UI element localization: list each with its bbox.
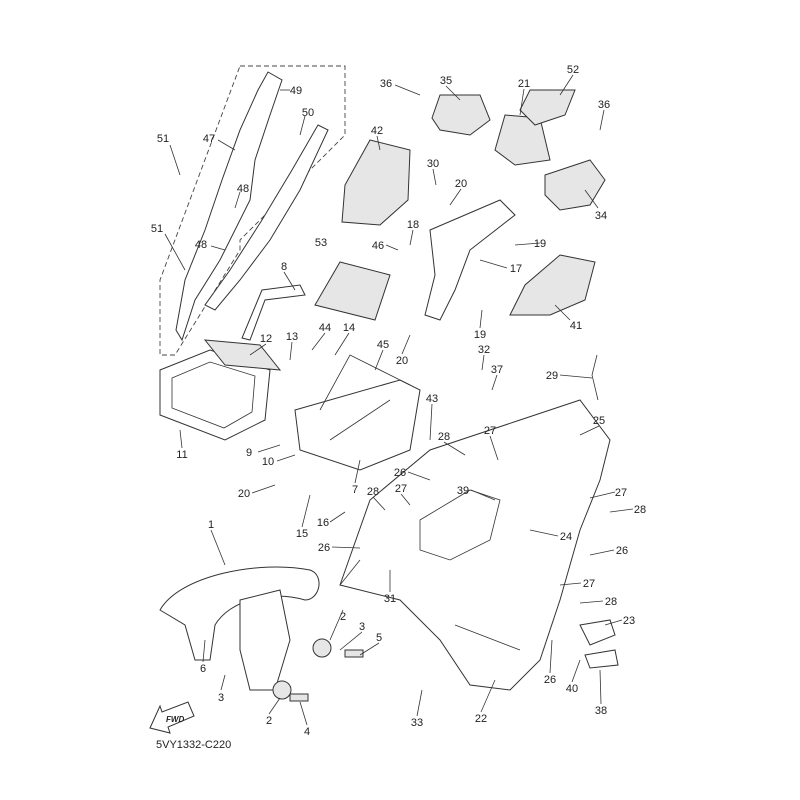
callout: 34 (595, 210, 607, 222)
callout: 40 (566, 683, 578, 695)
callout: 49 (290, 85, 302, 97)
callout: 48 (195, 239, 207, 251)
callout: 16 (317, 517, 329, 529)
callout: 14 (343, 322, 355, 334)
callout: 51 (157, 133, 169, 145)
callout: 18 (407, 219, 419, 231)
callout: 41 (570, 320, 582, 332)
callout: 7 (352, 484, 358, 496)
callout: 26 (616, 545, 628, 557)
callout: 27 (484, 425, 496, 437)
part-bracket-8 (241, 284, 306, 341)
callout: 11 (176, 449, 187, 461)
callout: 26 (318, 542, 330, 554)
part-34 (544, 159, 606, 211)
forward-label: FWD (166, 715, 184, 724)
part-rear-fender-22 (339, 399, 611, 691)
callout: 28 (634, 504, 646, 516)
callout: 13 (286, 331, 298, 343)
part-53 (314, 261, 391, 321)
diagram-code: 5VY1332-C220 (156, 739, 231, 751)
callout: 22 (475, 713, 487, 725)
callout: 39 (457, 485, 469, 497)
callout: 36 (598, 99, 610, 111)
callout: 2 (340, 611, 346, 623)
callout: 35 (440, 75, 452, 87)
callout: 46 (372, 240, 384, 252)
callout: 3 (359, 621, 365, 633)
callout: 26 (544, 674, 556, 686)
part-41 (509, 254, 596, 316)
part-38 (584, 649, 619, 669)
callout: 26 (394, 467, 406, 479)
callout: 28 (605, 596, 617, 608)
callout: 32 (478, 344, 490, 356)
callout: 1 (208, 519, 214, 531)
callout: 30 (427, 158, 439, 170)
part-23 (579, 619, 616, 646)
callout: 2 (266, 715, 272, 727)
callout: 28 (438, 431, 450, 443)
callout: 47 (203, 133, 215, 145)
part-tie-29 (591, 354, 599, 401)
callout: 24 (560, 531, 572, 543)
part-bolt-4 (289, 693, 309, 702)
callout: 8 (281, 261, 287, 273)
part-collar-2a (312, 638, 332, 658)
part-bolt-5 (344, 649, 364, 658)
part-plate-7 (294, 379, 421, 471)
part-cover-strip (204, 124, 329, 311)
callout: 27 (395, 483, 407, 495)
callout: 44 (319, 322, 331, 334)
callout: 27 (615, 487, 627, 499)
part-bracket-17 (424, 199, 516, 321)
callout: 33 (411, 717, 423, 729)
leader-lines (164, 74, 634, 726)
forward-arrow-icon: FWD (149, 701, 195, 734)
part-side-cover (175, 71, 283, 342)
callout: 38 (595, 705, 607, 717)
callout: 17 (510, 263, 522, 275)
callout: 23 (623, 615, 635, 627)
part-collar-2b (272, 680, 292, 700)
callout: 52 (567, 64, 579, 76)
callout: 31 (384, 593, 396, 605)
callout: 20 (238, 488, 250, 500)
callouts: 49 50 47 51 48 51 48 8 12 13 44 14 45 11… (151, 64, 646, 738)
callout: 19 (474, 329, 486, 341)
callout: 12 (260, 333, 272, 345)
group-boundary (159, 65, 346, 356)
callout: 42 (371, 125, 383, 137)
callout: 19 (534, 238, 546, 250)
callout: 10 (262, 456, 274, 468)
callout: 51 (151, 223, 163, 235)
callout: 29 (546, 370, 558, 382)
callout: 15 (296, 528, 308, 540)
callout: 50 (302, 107, 314, 119)
callout: 5 (376, 632, 382, 644)
part-35 (431, 94, 491, 136)
callout: 53 (315, 237, 327, 249)
callout: 4 (304, 726, 310, 738)
callout: 3 (218, 692, 224, 704)
callout: 20 (455, 178, 467, 190)
callout: 36 (380, 78, 392, 90)
callout: 28 (367, 486, 379, 498)
callout: 21 (518, 78, 530, 90)
part-42 (341, 139, 411, 226)
callout: 43 (426, 393, 438, 405)
callout: 25 (593, 415, 605, 427)
callout: 37 (491, 364, 503, 376)
callout: 20 (396, 355, 408, 367)
part-fender-stay (239, 589, 291, 691)
callout: 6 (200, 663, 206, 675)
callout: 48 (237, 183, 249, 195)
callout: 45 (377, 339, 389, 351)
callout: 9 (246, 447, 252, 459)
callout: 27 (583, 578, 595, 590)
